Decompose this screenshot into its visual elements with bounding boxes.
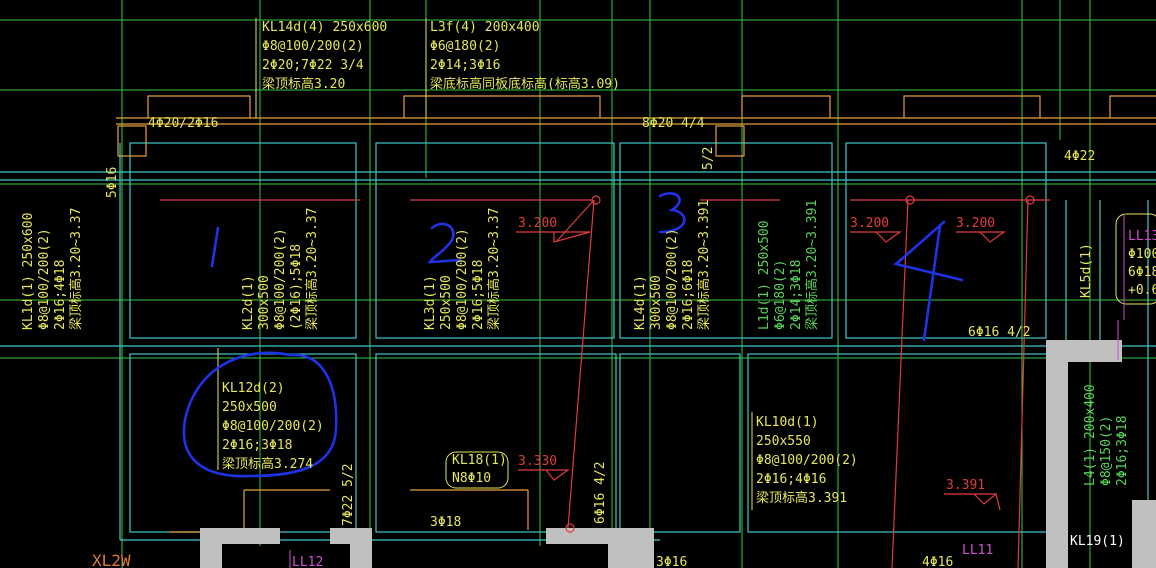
l1d-label: L1d(1) 250x500 Φ6@180(2) 2Φ14;3Φ18 梁顶标高3… bbox=[757, 200, 820, 330]
rebar-top-left: 4Φ20/2Φ16 bbox=[148, 116, 218, 131]
l3f-line1: L3f(4) 200x400 bbox=[430, 20, 540, 35]
kl1d-left-label: KL1d(1) 250x600 Φ8@100/200(2) 2Φ16;4Φ18 … bbox=[21, 208, 84, 330]
kl10d-line4: 2Φ16;4Φ16 bbox=[756, 472, 826, 487]
handwritten-3-stroke bbox=[658, 192, 686, 234]
kl5d-label: KL5d(1) bbox=[1079, 243, 1094, 298]
bottom-7phi22: 7Φ22 5/2 bbox=[341, 463, 356, 526]
kl18-line2: N8Φ10 bbox=[452, 471, 491, 486]
bottom-6phi16: 6Φ16 4/2 bbox=[593, 461, 608, 524]
bottom-ll11: LL11 bbox=[962, 543, 993, 558]
kl3d-label: KL3d(1) 250x500 Φ8@100/200(2) 2Φ16;5Φ18 … bbox=[423, 208, 502, 330]
kl3d-line4: 2Φ16;5Φ18 bbox=[471, 260, 486, 330]
bottom-3phi16: 3Φ16 bbox=[656, 555, 687, 568]
kl10d-line3: Φ8@100/200(2) bbox=[756, 453, 858, 468]
elevation-marks bbox=[160, 195, 1050, 568]
bottom-kl19: KL19(1) bbox=[1070, 534, 1125, 549]
bottom-ll12: LL12 bbox=[292, 555, 323, 568]
kl4d-label: KL4d(1) 300x500 Φ8@100/200(2) 2Φ16;6Φ18 … bbox=[633, 200, 712, 330]
kl10d-line5: 梁顶标高3.391 bbox=[756, 490, 847, 506]
kl3d-line2: 250x500 bbox=[439, 275, 454, 330]
elevation-3330: 3.330 bbox=[518, 454, 557, 469]
kl12d-line1: KL12d(2) bbox=[222, 381, 285, 396]
rebar-5-2: 5/2 bbox=[701, 147, 716, 170]
l3f-line2: Φ6@180(2) bbox=[430, 39, 500, 54]
handwritten-1-stroke bbox=[210, 226, 220, 268]
l4-line2: Φ8@150(2) bbox=[1099, 416, 1114, 486]
kl2d-line4: (2Φ16);5Φ18 bbox=[289, 244, 304, 330]
kl14-line4: 梁顶标高3.20 bbox=[262, 76, 345, 92]
ll13-cloud bbox=[1115, 213, 1156, 305]
bottom-4phi16: 4Φ16 bbox=[922, 555, 953, 568]
kl1d-line3: 2Φ16;4Φ18 bbox=[53, 260, 68, 330]
kl3d-line5: 梁顶标高3.20~3.37 bbox=[486, 208, 502, 330]
magenta-lines bbox=[289, 214, 1125, 568]
beam-outlines bbox=[0, 142, 1156, 568]
kl10d-line1: KL10d(1) bbox=[756, 415, 819, 430]
l1d-line1: L1d(1) 250x500 bbox=[757, 220, 772, 330]
kl12d-line4: 2Φ16;3Φ18 bbox=[222, 438, 292, 453]
kl3d-line1: KL3d(1) bbox=[423, 275, 438, 330]
kl3d-line3: Φ8@100/200(2) bbox=[455, 228, 470, 330]
l1d-line4: 梁顶标高3.20~3.391 bbox=[804, 200, 820, 330]
l4-line1: L4(1) 200x400 bbox=[1083, 384, 1098, 486]
kl18-cloud bbox=[445, 451, 509, 489]
columns bbox=[200, 340, 1156, 568]
elevation-3200-a: 3.200 bbox=[518, 216, 557, 231]
xl2w-label: XL2W bbox=[92, 551, 131, 568]
kl2d-line3: Φ8@100/200(2) bbox=[273, 228, 288, 330]
kl2d-line5: 梁顶标高3.20~3.37 bbox=[304, 208, 320, 330]
kl14-line1: KL14d(4) 250x600 bbox=[262, 20, 387, 35]
kl12d-line2: 250x500 bbox=[222, 400, 277, 415]
rebar-5phi16: 5Φ16 bbox=[105, 167, 120, 198]
ll13-line1: LL13 bbox=[1128, 229, 1156, 244]
elevation-3391: 3.391 bbox=[946, 478, 985, 493]
kl2d-label: KL2d(1) 300x500 Φ8@100/200(2) (2Φ16);5Φ1… bbox=[241, 208, 320, 330]
elevation-3200-b: 3.200 bbox=[850, 216, 889, 231]
kl4d-line1: KL4d(1) bbox=[633, 275, 648, 330]
kl12d-line3: Φ8@100/200(2) bbox=[222, 419, 324, 434]
l4-line3: 2Φ16;3Φ18 bbox=[1115, 416, 1130, 486]
kl10d-line2: 250x550 bbox=[756, 434, 811, 449]
kl4d-line4: 2Φ16;6Φ18 bbox=[681, 260, 696, 330]
top-beam-rebar bbox=[116, 95, 1156, 540]
ll13-line3: 6Φ18 bbox=[1128, 265, 1156, 280]
handwritten-circle-kl12d bbox=[182, 351, 338, 478]
l1d-line3: 2Φ14;3Φ18 bbox=[789, 260, 804, 330]
rebar-top-mid: 8Φ20 4/4 bbox=[642, 116, 705, 131]
l3f-line3: 2Φ14;3Φ16 bbox=[430, 58, 500, 73]
rebar-6phi16: 6Φ16 4/2 bbox=[968, 325, 1031, 340]
rebar-right: 4Φ22 bbox=[1064, 149, 1095, 164]
handwritten-2-stroke bbox=[427, 222, 462, 264]
ll13-line4: +0.6 bbox=[1128, 283, 1156, 298]
l4-label: L4(1) 200x400 Φ8@150(2) 2Φ16;3Φ18 bbox=[1083, 384, 1130, 486]
ll13-line2: Φ100 bbox=[1128, 247, 1156, 262]
kl14-line2: Φ8@100/200(2) bbox=[262, 39, 364, 54]
kl2d-line2: 300x500 bbox=[257, 275, 272, 330]
kl1d-line1: KL1d(1) 250x600 bbox=[21, 213, 36, 330]
handwritten-4-stroke bbox=[893, 220, 964, 342]
kl1d-line2: Φ8@100/200(2) bbox=[37, 228, 52, 330]
kl18-line1: KL18(1) bbox=[452, 453, 507, 468]
l3f-line4: 梁底标高同板底标高(标高3.09) bbox=[430, 76, 620, 92]
l1d-line2: Φ6@180(2) bbox=[773, 260, 788, 330]
kl1d-line4: 梁顶标高3.20~3.37 bbox=[68, 208, 84, 330]
handwritten-annotations bbox=[182, 192, 964, 478]
kl12d-line5: 梁顶标高3.274 bbox=[222, 456, 313, 472]
kl2d-line1: KL2d(1) bbox=[241, 275, 256, 330]
kl4d-line3: Φ8@100/200(2) bbox=[665, 228, 680, 330]
column-voids bbox=[224, 546, 606, 568]
elevation-3200-c: 3.200 bbox=[956, 216, 995, 231]
kl4d-line5: 梁顶标高3.20~3.391 bbox=[696, 200, 712, 330]
kl4d-line2: 300x500 bbox=[649, 275, 664, 330]
bottom-3phi18: 3Φ18 bbox=[430, 515, 461, 530]
kl14-line3: 2Φ20;7Φ22 3/4 bbox=[262, 58, 364, 73]
